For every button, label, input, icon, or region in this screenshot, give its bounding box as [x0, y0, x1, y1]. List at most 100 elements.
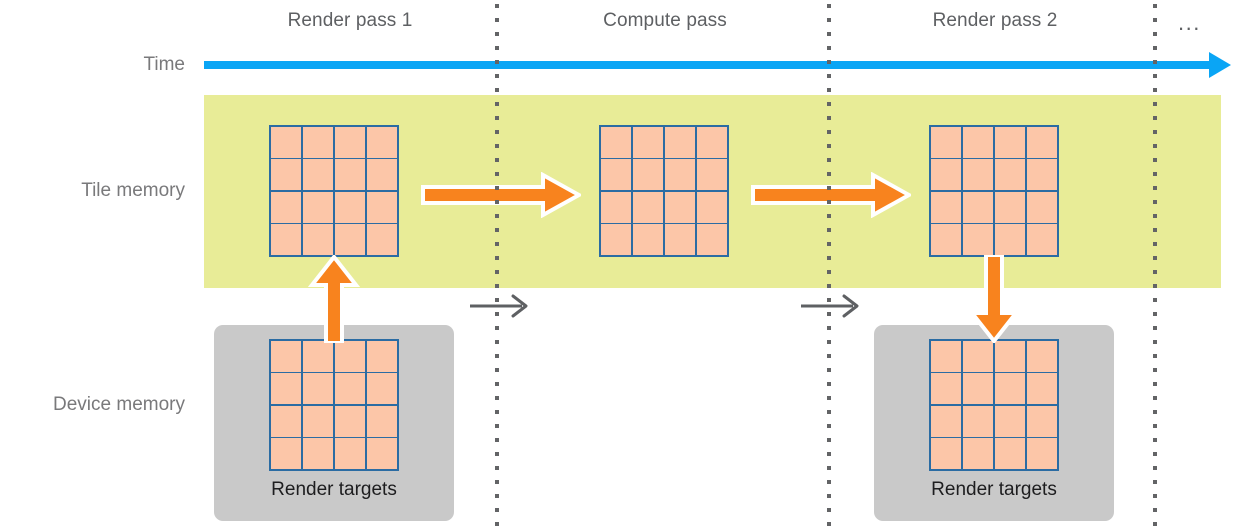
- grid-cell: [962, 373, 994, 405]
- row-label-time: Time: [143, 54, 185, 75]
- time-axis-line: [204, 61, 1219, 69]
- grid-cell: [270, 340, 302, 372]
- grid-cell: [302, 438, 334, 470]
- grid-cell: [1026, 159, 1058, 191]
- grid-cell: [696, 126, 728, 158]
- grid-cell: [930, 340, 962, 372]
- grid-cell: [334, 224, 366, 256]
- grid-cell: [302, 191, 334, 223]
- grid-cell: [994, 373, 1026, 405]
- grid-cell: [930, 159, 962, 191]
- grid-cell: [962, 159, 994, 191]
- device-grid-right: [929, 339, 1059, 471]
- time-axis-arrowhead: [1209, 52, 1231, 78]
- grid-cell: [994, 159, 1026, 191]
- grid-cell: [366, 340, 398, 372]
- grid-cell: [930, 438, 962, 470]
- grid-cell: [334, 405, 366, 437]
- pass-divider-1: [495, 4, 499, 529]
- grid-cell: [1026, 373, 1058, 405]
- pass-title-compute-pass: Compute pass: [603, 10, 727, 31]
- grid-cell: [334, 373, 366, 405]
- pass-divider-3: [1153, 4, 1157, 529]
- pass-title-render-pass-1: Render pass 1: [287, 10, 413, 31]
- grid-cell: [334, 438, 366, 470]
- grid-cell: [632, 159, 664, 191]
- grid-cell: [664, 224, 696, 256]
- grid-cell: [270, 405, 302, 437]
- pass-title-render-pass-2: Render pass 2: [932, 10, 1058, 31]
- pass-boundary-arrow-left: [470, 292, 532, 320]
- grid-cell: [1026, 126, 1058, 158]
- grid-cell: [632, 191, 664, 223]
- grid-cell: [632, 224, 664, 256]
- store-arrow-tile-to-device: [966, 255, 1022, 343]
- grid-cell: [334, 126, 366, 158]
- device-grid-left: [269, 339, 399, 471]
- grid-cell: [302, 159, 334, 191]
- grid-cell: [994, 340, 1026, 372]
- grid-cell: [1026, 438, 1058, 470]
- grid-cell: [994, 126, 1026, 158]
- grid-cell: [302, 340, 334, 372]
- grid-cell: [696, 224, 728, 256]
- grid-cell: [270, 159, 302, 191]
- tile-grid-compute-pass: [599, 125, 729, 257]
- grid-cell: [334, 159, 366, 191]
- grid-cell: [600, 224, 632, 256]
- grid-cell: [962, 340, 994, 372]
- grid-cell: [962, 191, 994, 223]
- grid-cell: [270, 224, 302, 256]
- grid-cell: [366, 405, 398, 437]
- device-memory-caption-right: Render targets: [931, 479, 1057, 500]
- grid-cell: [962, 126, 994, 158]
- grid-cell: [334, 340, 366, 372]
- device-memory-caption-left: Render targets: [271, 479, 397, 500]
- grid-cell: [366, 373, 398, 405]
- grid-cell: [930, 126, 962, 158]
- grid-cell: [1026, 405, 1058, 437]
- grid-cell: [1026, 191, 1058, 223]
- grid-cell: [302, 224, 334, 256]
- grid-cell: [270, 373, 302, 405]
- pass-boundary-arrow-right: [801, 292, 863, 320]
- grid-cell: [664, 126, 696, 158]
- row-label-tile-memory: Tile memory: [81, 180, 185, 201]
- grid-cell: [994, 438, 1026, 470]
- grid-cell: [696, 159, 728, 191]
- upload-arrow-device-to-tile: [306, 255, 362, 343]
- grid-cell: [302, 126, 334, 158]
- grid-cell: [930, 405, 962, 437]
- grid-cell: [366, 191, 398, 223]
- grid-cell: [366, 438, 398, 470]
- grid-cell: [930, 191, 962, 223]
- grid-cell: [696, 191, 728, 223]
- grid-cell: [930, 373, 962, 405]
- pass-divider-2: [827, 4, 831, 529]
- grid-cell: [1026, 224, 1058, 256]
- grid-cell: [366, 126, 398, 158]
- grid-cell: [1026, 340, 1058, 372]
- row-label-device-memory: Device memory: [53, 394, 185, 415]
- grid-cell: [600, 126, 632, 158]
- grid-cell: [600, 191, 632, 223]
- grid-cell: [962, 438, 994, 470]
- grid-cell: [366, 159, 398, 191]
- transfer-arrow-renderpass1-to-compute: [421, 172, 581, 218]
- grid-cell: [994, 191, 1026, 223]
- grid-cell: [962, 405, 994, 437]
- grid-cell: [632, 126, 664, 158]
- grid-cell: [366, 224, 398, 256]
- grid-cell: [930, 224, 962, 256]
- grid-cell: [664, 159, 696, 191]
- grid-cell: [302, 373, 334, 405]
- grid-cell: [270, 438, 302, 470]
- grid-cell: [600, 159, 632, 191]
- transfer-arrow-compute-to-renderpass2: [751, 172, 911, 218]
- tile-grid-render-pass-1: [269, 125, 399, 257]
- grid-cell: [270, 126, 302, 158]
- grid-cell: [994, 224, 1026, 256]
- grid-cell: [302, 405, 334, 437]
- tile-grid-render-pass-2: [929, 125, 1059, 257]
